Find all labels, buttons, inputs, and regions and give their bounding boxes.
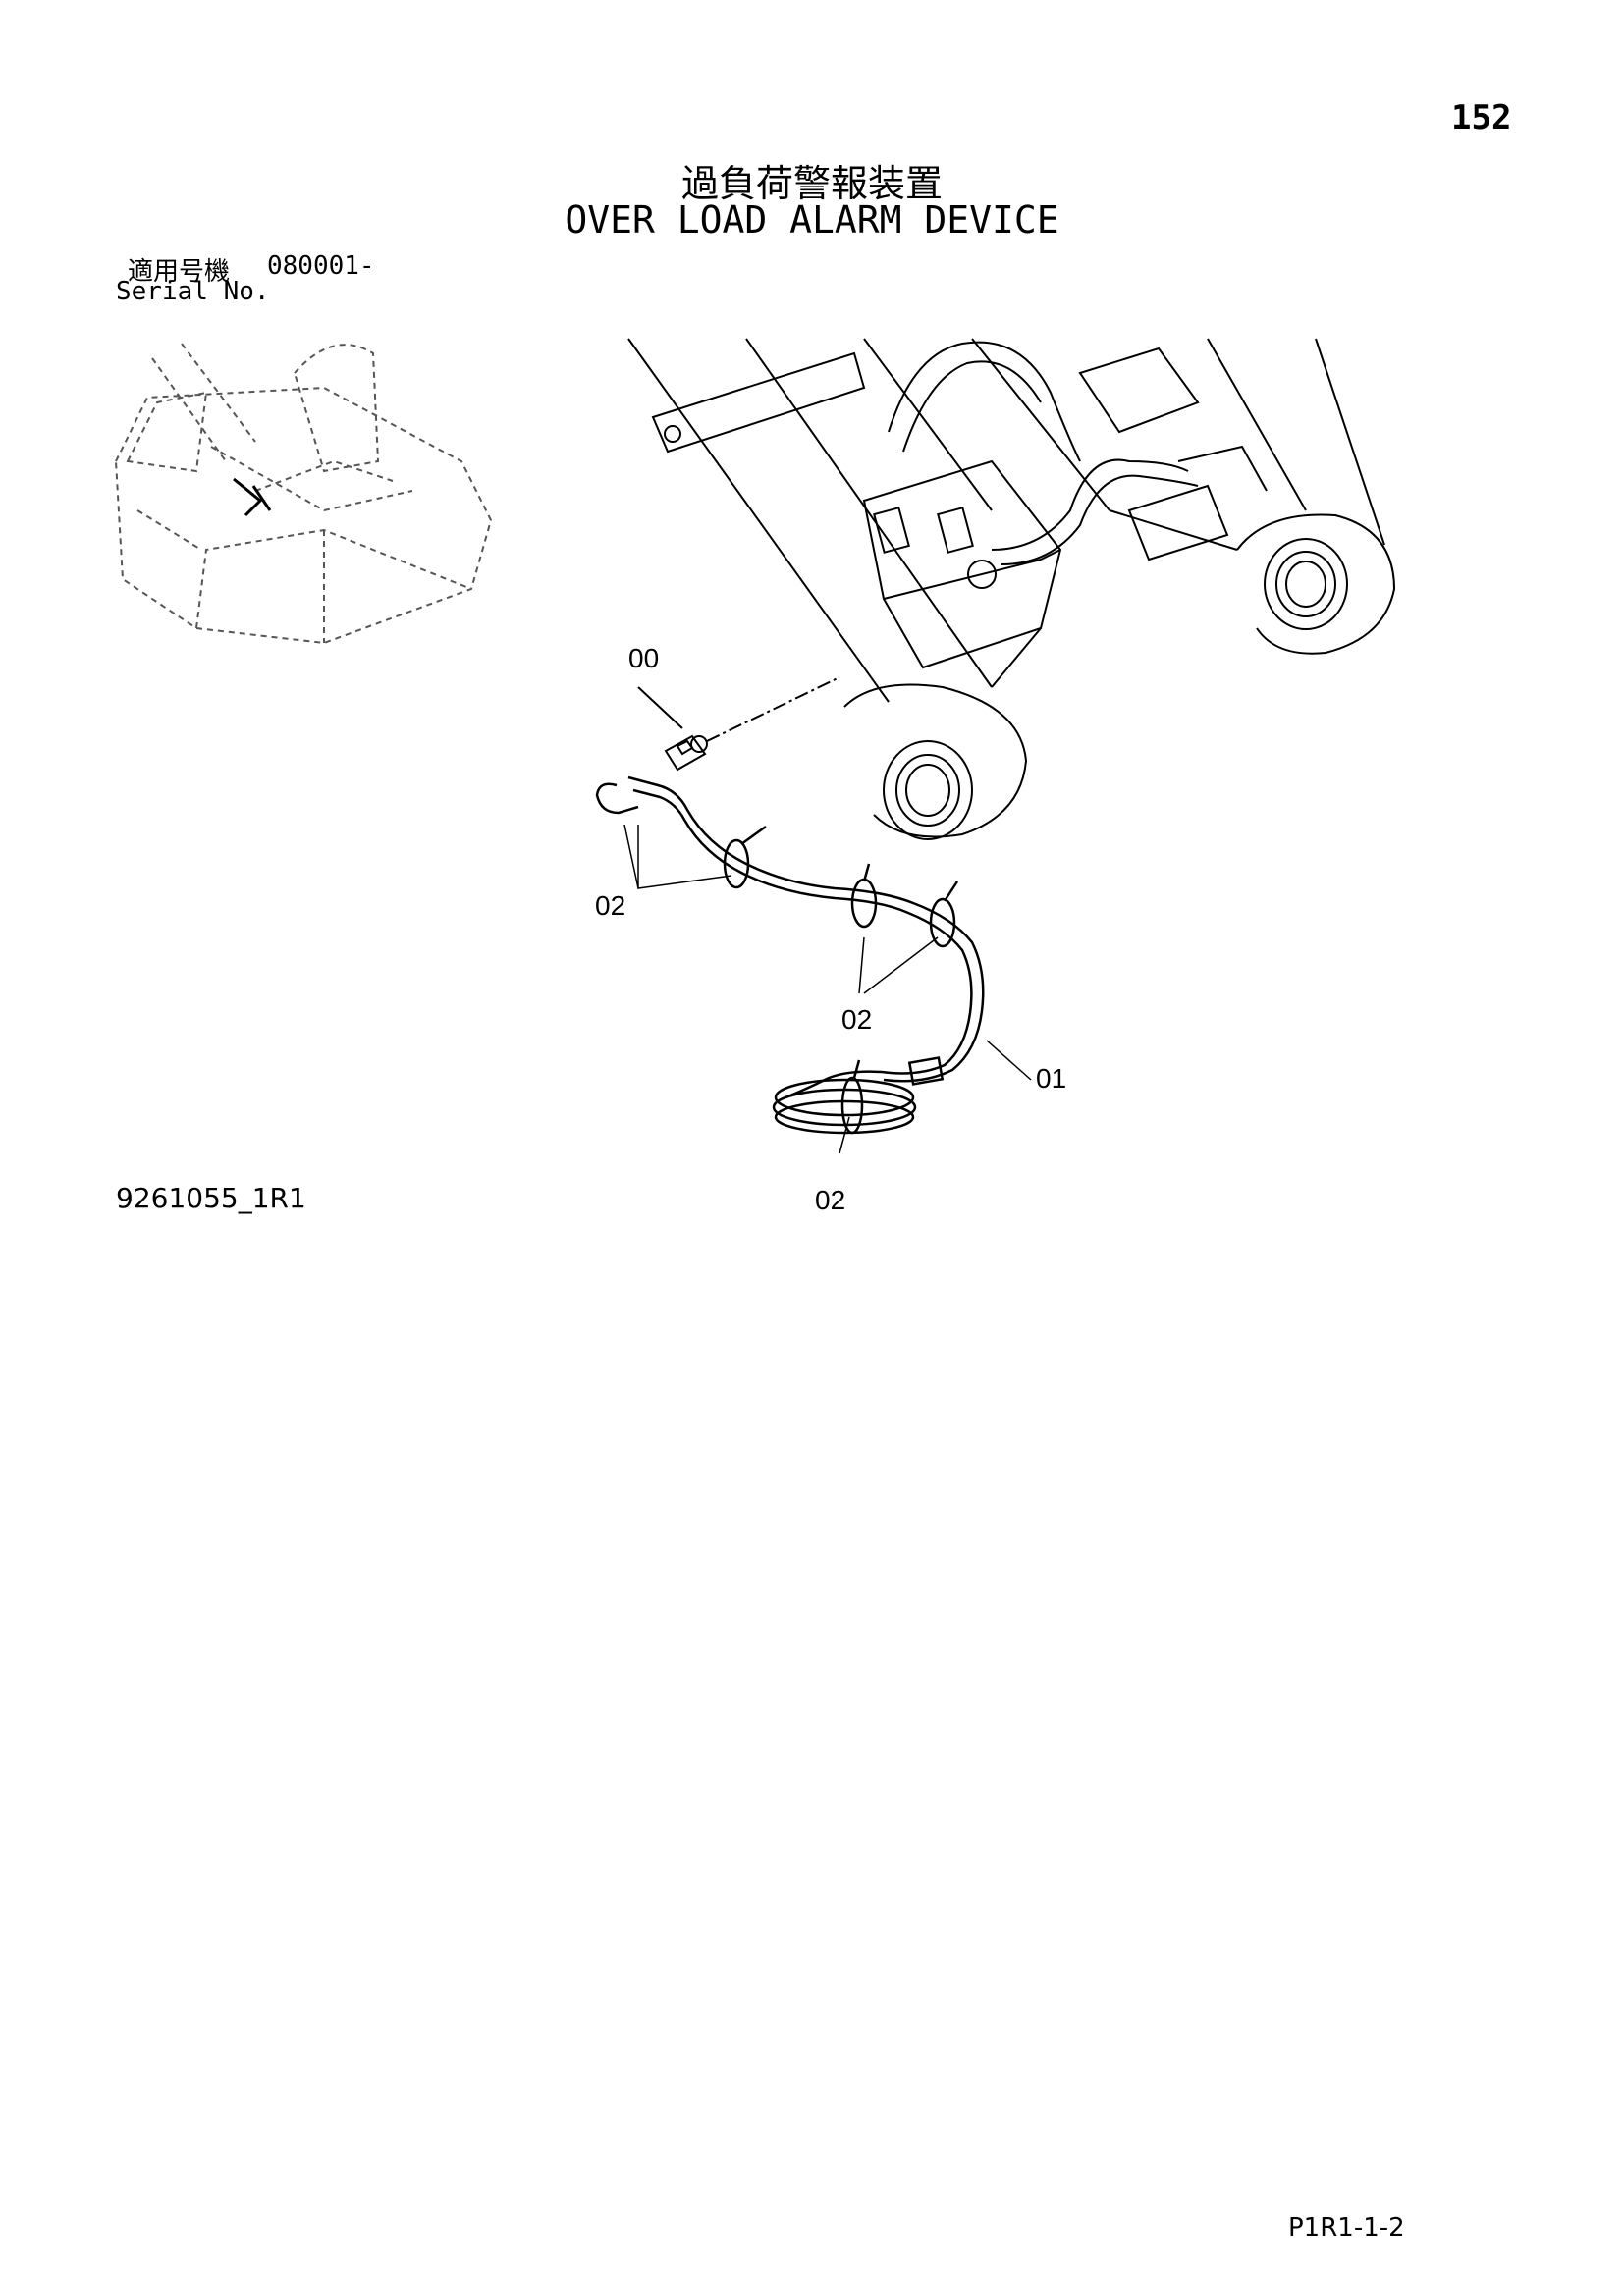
callout-02-upper: 02 bbox=[595, 890, 625, 921]
page-number: 152 bbox=[1451, 98, 1512, 137]
serial-label-japanese: 適用号機 bbox=[128, 257, 231, 287]
illustration-reference-code: 9261055_1R1 bbox=[116, 1182, 306, 1214]
callout-02-lower: 02 bbox=[815, 1185, 845, 1215]
pressure-switch-part bbox=[637, 686, 708, 772]
callout-00: 00 bbox=[628, 643, 659, 673]
page-title-english: OVER LOAD ALARM DEVICE bbox=[565, 198, 1059, 241]
serial-label-english: Serial No. bbox=[116, 277, 270, 306]
callout-01: 01 bbox=[1036, 1063, 1066, 1094]
machine-locator-illustration bbox=[114, 343, 493, 645]
page-title-japanese: 過負荷警報装置 bbox=[680, 162, 943, 205]
callout-02-middle: 02 bbox=[841, 1004, 872, 1035]
page-code: P1R1-1-2 bbox=[1288, 2214, 1405, 2243]
wire-harness-part bbox=[595, 775, 985, 1135]
boom-assembly-illustration bbox=[627, 338, 1396, 840]
callout-leader-lines bbox=[623, 824, 1032, 1154]
serial-number-value: 080001- bbox=[267, 251, 375, 281]
locator-arrow-icon bbox=[233, 477, 272, 517]
